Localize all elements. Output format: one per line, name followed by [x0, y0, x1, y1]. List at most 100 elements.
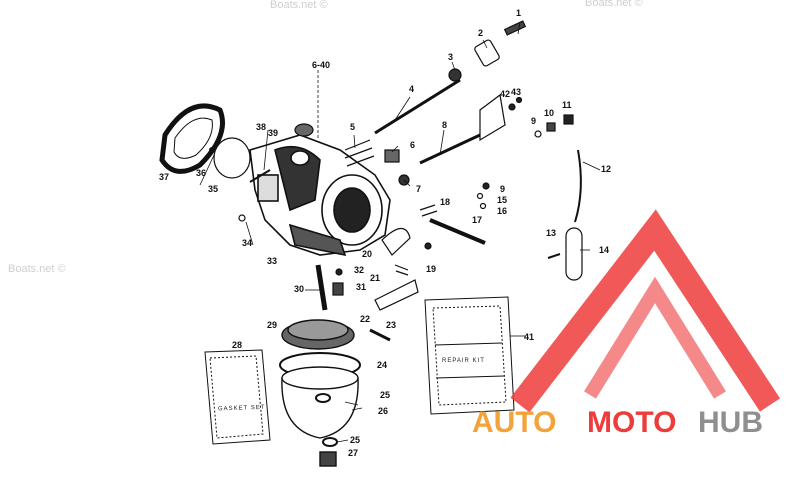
bracket-38 [249, 169, 271, 183]
nut-42 [508, 103, 516, 111]
callout-13: 13 [546, 228, 556, 238]
callout-14: 14 [599, 245, 609, 255]
callout-35: 35 [208, 184, 218, 194]
watermarks: Boats.net © Boats.net © Boats.net © [8, 0, 643, 275]
callout-27: 27 [348, 448, 358, 458]
watermark-left: Boats.net © [8, 263, 66, 275]
pin-13 [547, 253, 561, 259]
jet-31 [332, 282, 344, 296]
throttle-bore-inner [333, 187, 371, 233]
washer-9 [534, 130, 542, 138]
callout-2: 2 [478, 28, 483, 38]
plug-39 [294, 123, 314, 137]
callout-6-40: 6-40 [312, 60, 330, 70]
gasket-set-card [204, 349, 271, 445]
choke-shaft-boss [257, 174, 279, 202]
callout-24: 24 [377, 360, 387, 370]
screw-11 [563, 114, 574, 125]
drain-plug-27 [319, 451, 337, 467]
needle-30 [315, 264, 328, 311]
callout-37: 37 [159, 172, 169, 182]
callout-23: 23 [386, 320, 396, 330]
callout-8: 8 [442, 120, 447, 130]
repair-kit-line-2 [435, 375, 505, 379]
washer-43 [515, 96, 523, 104]
float-top [287, 319, 349, 341]
callouts: 1 2 3 4 5 6 7 8 9 9 10 11 12 13 14 15 16… [159, 8, 611, 458]
boss-top [290, 150, 310, 166]
washer-3 [448, 68, 462, 82]
callout-30: 30 [294, 284, 304, 294]
logo-text-auto: AUTO [472, 406, 556, 439]
callout-11: 11 [562, 100, 572, 110]
screw-19 [424, 242, 432, 250]
callout-26: 26 [378, 406, 388, 416]
callout-42: 42 [500, 89, 510, 99]
gasket-ring [159, 103, 225, 174]
callout-5: 5 [350, 122, 355, 132]
callout-34: 34 [242, 238, 252, 248]
nut-10 [546, 122, 556, 132]
callout-20: 20 [362, 249, 372, 259]
body-base [288, 223, 347, 257]
callout-22: 22 [360, 314, 370, 324]
callout-9: 9 [500, 184, 505, 194]
callout-38: 38 [256, 122, 266, 132]
automotohub-logo: AUTO MOTO HUB [472, 209, 781, 439]
gasket-inner [173, 117, 213, 159]
repair-kit-inner [432, 305, 507, 406]
callout-9b: 9 [531, 116, 536, 126]
watermark-top: Boats.net © [585, 0, 643, 9]
bushing-2 [474, 39, 500, 67]
callout-10: 10 [544, 108, 554, 118]
body-casting [274, 145, 321, 212]
bracket-20 [381, 227, 411, 256]
washer-9b [482, 182, 490, 190]
logo-text-hub: HUB [698, 406, 763, 439]
repair-kit: REPAIR KIT [424, 296, 515, 415]
callout-17: 17 [472, 215, 482, 225]
spring-5 [344, 139, 375, 167]
washer-25b [322, 437, 338, 447]
callout-19: 19 [426, 264, 436, 274]
watermark-top-mid: Boats.net © [270, 0, 328, 11]
washer-15 [476, 192, 484, 200]
screw-32 [335, 268, 343, 276]
screw-16 [479, 202, 487, 210]
float-bowl-assembly [279, 319, 361, 467]
callout-12: 12 [601, 164, 611, 174]
callout-28: 28 [232, 340, 242, 350]
leader-lines [199, 21, 601, 443]
spring-21 [394, 264, 409, 276]
callout-21: 21 [370, 273, 380, 283]
callout-29: 29 [267, 320, 277, 330]
pin-23 [369, 328, 391, 342]
lever-22 [374, 279, 419, 311]
logo-text-moto: MOTO [587, 406, 676, 439]
callout-31: 31 [356, 282, 366, 292]
callout-43: 43 [511, 87, 521, 97]
float-pin-14 [565, 227, 583, 281]
repair-kit-card [424, 296, 515, 415]
repair-kit-text: REPAIR KIT [442, 358, 485, 364]
callout-3: 3 [448, 52, 453, 62]
bowl-26 [281, 377, 359, 439]
nut-6 [384, 149, 400, 163]
small-hardware [238, 20, 583, 342]
shaft-4 [374, 78, 461, 135]
callout-6: 6 [410, 140, 415, 150]
logo-triangle [510, 209, 781, 413]
spring-18 [419, 204, 438, 217]
callout-4: 4 [409, 84, 414, 94]
callout-18: 18 [440, 197, 450, 207]
callout-25: 25 [380, 390, 390, 400]
lever-bracket [479, 93, 506, 142]
gasket-set-inner [209, 355, 264, 439]
screw-1 [503, 20, 527, 36]
bowl-rim [281, 366, 359, 390]
callout-25b: 25 [350, 435, 360, 445]
carburetor-body [249, 134, 391, 257]
callout-32: 32 [354, 265, 364, 275]
